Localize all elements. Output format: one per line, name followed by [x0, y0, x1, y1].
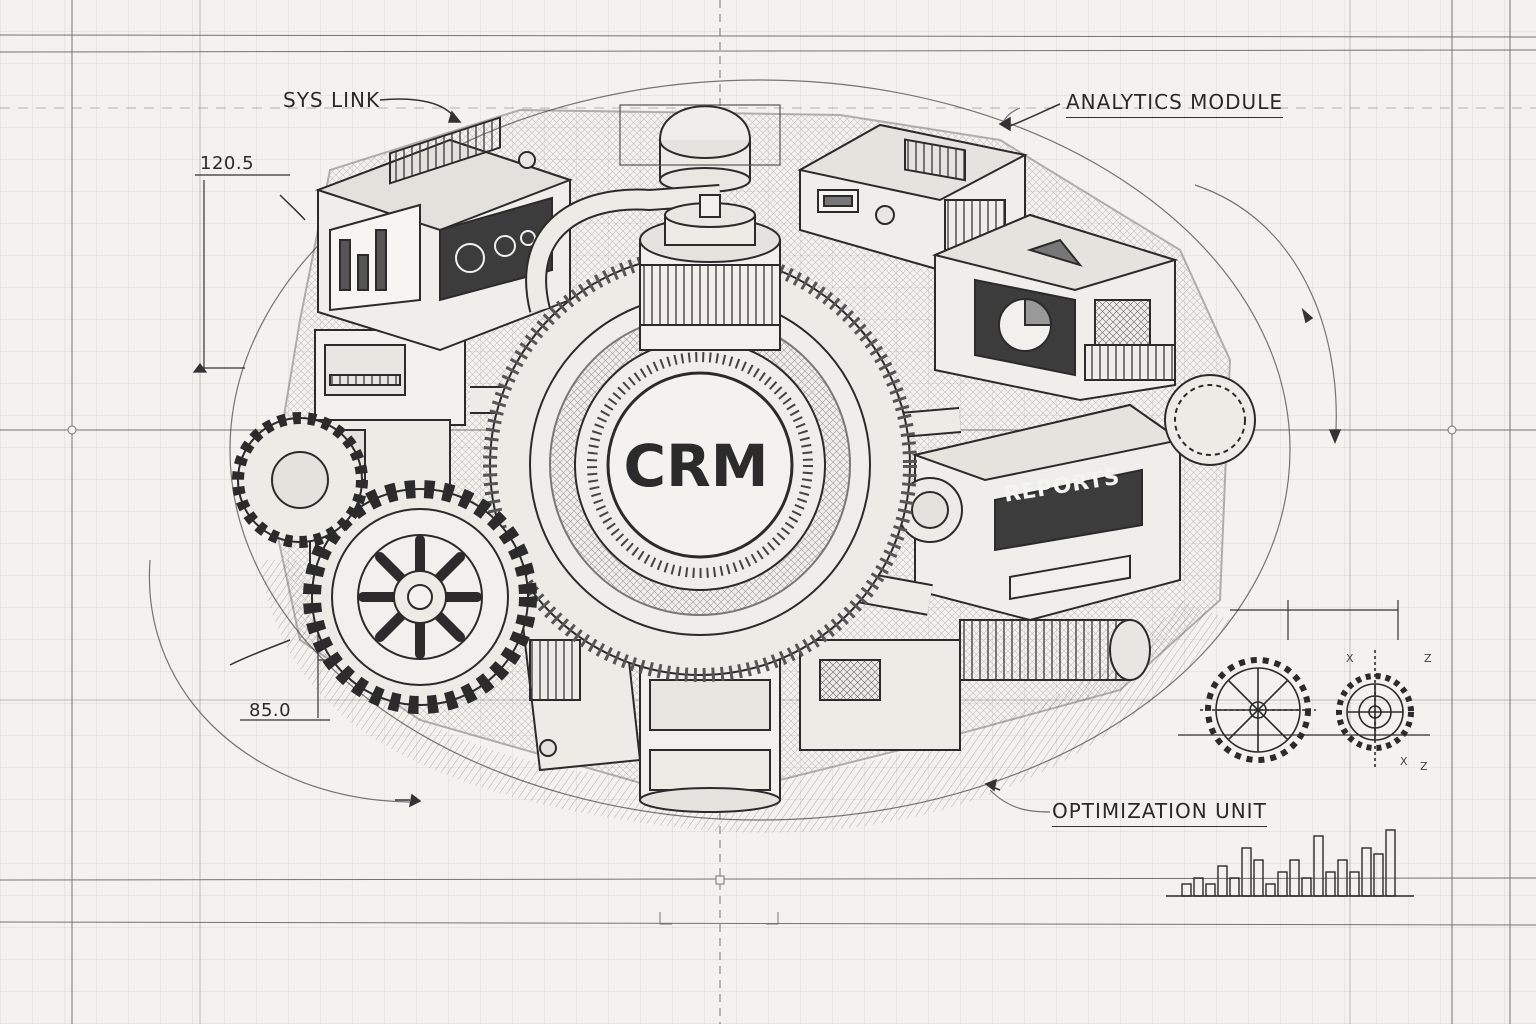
mini-chart-bar: [1385, 829, 1396, 897]
machine: [232, 104, 1256, 813]
right-side-gear: [1164, 374, 1256, 466]
top-left-monitor: [314, 116, 573, 352]
mini-chart-bar: [1229, 877, 1240, 897]
core-top-column: [639, 194, 781, 351]
optimization-unit-label: OPTIMIZATION UNIT: [1052, 799, 1267, 827]
mini-chart-bar: [1253, 859, 1264, 897]
mini-chart-bar: [1241, 847, 1252, 897]
analytics-module-label: ANALYTICS MODULE: [1066, 90, 1283, 118]
top-dome: [619, 104, 781, 193]
mini-chart-bar: [1277, 871, 1288, 897]
mini-chart-bar: [1313, 835, 1324, 897]
chart-box: [931, 213, 1179, 402]
sys-link-label: SYS LINK: [283, 88, 381, 112]
front-gear: [303, 480, 537, 714]
gear-axis-label: X: [1400, 755, 1408, 768]
crm-core-label: CRM: [623, 432, 769, 500]
gear-axis-label: Z: [1424, 652, 1432, 665]
central-ring-stack: [483, 248, 917, 682]
mini-chart-bar: [1193, 877, 1204, 897]
mini-chart-bar: [1301, 877, 1312, 897]
gear-axis-label: Z: [1420, 760, 1428, 773]
mini-chart-bar: [1325, 871, 1336, 897]
gear-diagram-small: [1336, 650, 1414, 770]
mini-chart-bar: [1349, 871, 1360, 897]
gear-diagram-large: [1200, 657, 1316, 763]
mini-chart-bar: [1181, 883, 1192, 897]
back-left-gear: [232, 412, 368, 548]
mini-chart-bar: [1265, 883, 1276, 897]
bottom-right-assembly: [799, 619, 1151, 751]
mini-chart-bar: [1361, 847, 1372, 897]
mini-chart-bar: [1373, 853, 1384, 897]
mini-chart-bar: [1217, 865, 1228, 897]
reports-box: [897, 403, 1183, 622]
mini-chart-bar: [1337, 859, 1348, 897]
gear-axis-label: X: [1346, 652, 1354, 665]
mini-bar-chart: [1166, 829, 1414, 897]
mini-chart-bar: [1289, 859, 1300, 897]
mini-chart-bar: [1205, 883, 1216, 897]
dimension-top-left: 120.5: [200, 153, 255, 174]
ground-shadow: [260, 560, 1230, 833]
dimension-bottom-left: 85.0: [249, 700, 292, 721]
